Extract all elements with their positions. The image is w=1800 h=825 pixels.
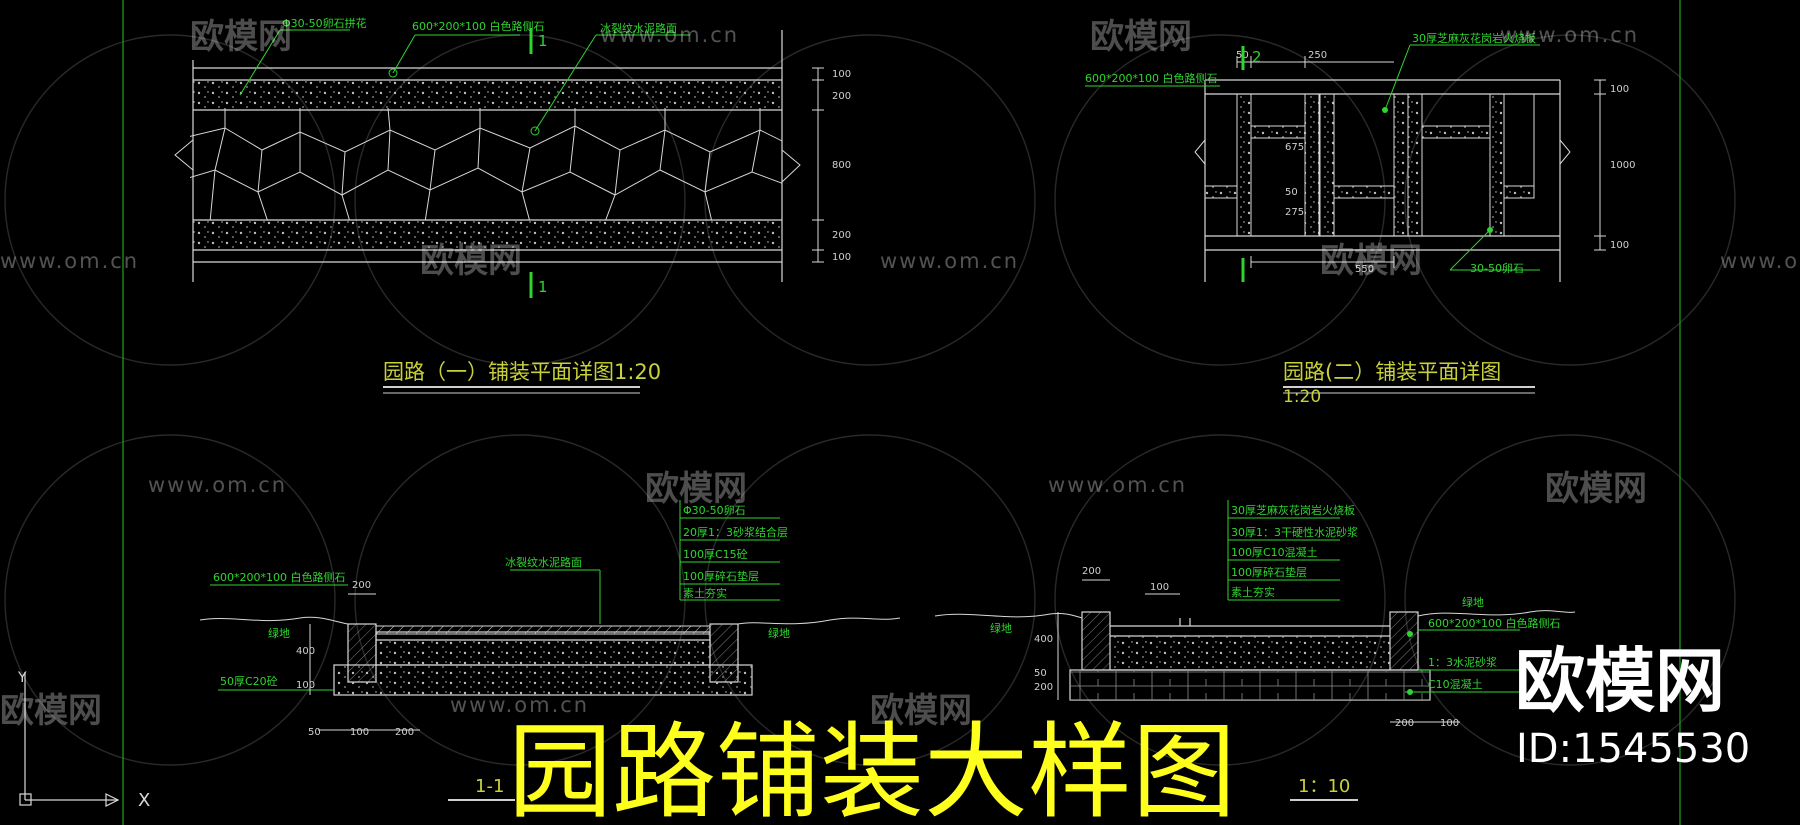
s1-dim-l1: 100 xyxy=(296,680,315,691)
plan-1: 100 200 800 200 100 1 1 Φ30-50卵石拼花 600*2… xyxy=(174,16,851,394)
main-title: 园路铺装大样图 xyxy=(508,711,1236,825)
watermark-url: www.om.cn xyxy=(1500,23,1639,47)
s2-layer-2: 100厚C10混凝土 xyxy=(1231,545,1318,559)
dim-p2-r0: 100 xyxy=(1610,84,1629,95)
drawing-frame xyxy=(122,0,1681,825)
s2-layer-4: 素土夯实 xyxy=(1231,585,1275,599)
watermark-url: www.om.cn xyxy=(1720,249,1800,273)
watermark-url: www.om.cn xyxy=(1048,473,1187,497)
watermark-url: www.om.cn xyxy=(450,693,589,717)
plan-2: 100 1000 100 50 250 675 275 50 550 2 600… xyxy=(1085,31,1635,407)
dim-p1-r1: 200 xyxy=(832,91,851,102)
s1-layer-3: 100厚碎石垫层 xyxy=(683,569,759,583)
s1-label-surface: 冰裂纹水泥路面 xyxy=(505,555,582,569)
s1-label-concrete: 50厚C20砼 xyxy=(220,675,278,688)
dim-p2-b0: 550 xyxy=(1355,264,1374,275)
watermark-text: 欧模网 xyxy=(1320,241,1422,281)
watermark-text: 欧模网 xyxy=(1545,469,1647,509)
watermark-url: www.om.cn xyxy=(600,23,739,47)
label-p2-pebble: 30-50卵石 xyxy=(1470,262,1524,275)
s2-dim-l1: 200 xyxy=(1034,682,1053,693)
s2-layer-1: 30厚1：3干硬性水泥砂浆 xyxy=(1231,525,1358,539)
ucs-y-label: Y xyxy=(17,670,27,686)
watermark-text: 欧模网 xyxy=(870,691,972,731)
s2-label-mortar: 1：3水泥砂浆 xyxy=(1428,655,1497,669)
watermark-text: 欧模网 xyxy=(190,17,292,57)
plan-1-title: 园路（一）铺装平面详图1:20 xyxy=(383,360,661,384)
section-1-title: 1-1 xyxy=(475,776,504,797)
s2-dim-b1: 100 xyxy=(1440,718,1459,729)
model-id: ID:1545530 xyxy=(1516,726,1750,772)
s2-layer-0: 30厚芝麻灰花岗岩火烧板 xyxy=(1231,503,1355,517)
s1-green-right: 绿地 xyxy=(768,626,790,640)
dim-p1-r4: 100 xyxy=(832,252,851,263)
section-mark-1-bottom: 1 xyxy=(538,278,548,296)
watermark-url: www.om.cn xyxy=(148,473,287,497)
s2-dim-b0: 200 xyxy=(1395,718,1414,729)
ucs-icon xyxy=(19,672,120,807)
watermark-text: 欧模网 xyxy=(1090,17,1192,57)
dim-p2-r2: 100 xyxy=(1610,240,1629,251)
s1-layer-1: 20厚1：3砂浆结合层 xyxy=(683,525,788,539)
plan-2-title: 园路(二）铺装平面详图 xyxy=(1283,360,1501,384)
label-p1-pebble: Φ30-50卵石拼花 xyxy=(282,16,367,30)
s1-layer-2: 100厚C15砼 xyxy=(683,548,748,561)
label-p1-kerb: 600*200*100 白色路侧石 xyxy=(412,19,544,33)
section-2-scale: 1：10 xyxy=(1298,776,1350,797)
s2-label-kerb: 600*200*100 白色路侧石 xyxy=(1428,616,1560,630)
s1-layer-0: Φ30-50卵石 xyxy=(683,504,746,517)
s1-dim-b2: 200 xyxy=(395,727,414,738)
watermark-url: www.om.cn xyxy=(880,249,1019,273)
plan-2-scale: 1:20 xyxy=(1283,387,1321,407)
label-p2-granite: 30厚芝麻灰花岗岩火烧板 xyxy=(1412,31,1536,45)
label-p1-surface: 冰裂纹水泥路面 xyxy=(600,21,677,35)
dim-p1-r2: 800 xyxy=(832,160,851,171)
dim-p1-r3: 200 xyxy=(832,230,851,241)
dim-p2-t1: 250 xyxy=(1308,50,1327,61)
section-mark-2: 2 xyxy=(1252,48,1262,66)
s2-dim-t1: 100 xyxy=(1150,582,1169,593)
ucs-x-label: X xyxy=(138,790,150,811)
dim-p2-r1: 1000 xyxy=(1610,160,1635,171)
section-mark-1-top: 1 xyxy=(538,32,548,50)
s1-label-kerb: 600*200*100 白色路侧石 xyxy=(213,570,345,584)
section-1: Φ30-50卵石 20厚1：3砂浆结合层 100厚C15砼 100厚碎石垫层 素… xyxy=(199,500,901,801)
dim-p1-r0: 100 xyxy=(832,69,851,80)
s2-dim-l0: 400 xyxy=(1034,634,1053,645)
watermark-url: www.om.cn xyxy=(0,249,139,273)
dim-p2-i0: 675 xyxy=(1285,142,1304,153)
s1-dim-l0: 400 xyxy=(296,646,315,657)
s1-layer-4: 素土夯实 xyxy=(683,586,727,600)
watermark-text: 欧模网 xyxy=(645,469,747,509)
s2-label-concrete: C10混凝土 xyxy=(1428,677,1483,691)
watermark-text: 欧模网 xyxy=(0,691,102,731)
s2-green-right: 绿地 xyxy=(1462,595,1484,609)
s1-green-left: 绿地 xyxy=(268,626,290,640)
s1-dim-t0: 200 xyxy=(352,580,371,591)
section-2: 30厚芝麻灰花岗岩火烧板 30厚1：3干硬性水泥砂浆 100厚C10混凝土 10… xyxy=(934,500,1576,801)
watermark-text: 欧模网 xyxy=(420,241,522,281)
label-p2-kerb: 600*200*100 白色路侧石 xyxy=(1085,71,1217,85)
s2-layer-3: 100厚碎石垫层 xyxy=(1231,565,1307,579)
watermarks: 欧模网 欧模网 欧模网 欧模网 欧模网 欧模网 欧模网 欧模网 www.om.c… xyxy=(0,17,1800,731)
s2-green-left: 绿地 xyxy=(990,621,1012,635)
dim-p2-i1: 275 xyxy=(1285,207,1304,218)
s2-dim-t0: 200 xyxy=(1082,566,1101,577)
dim-p2-i2: 50 xyxy=(1285,187,1298,198)
s1-dim-b0: 50 xyxy=(308,727,321,738)
brand-logo-text: 欧模网 xyxy=(1515,640,1725,722)
s2-dim-l2: 50 xyxy=(1034,668,1047,679)
s1-dim-b1: 100 xyxy=(350,727,369,738)
